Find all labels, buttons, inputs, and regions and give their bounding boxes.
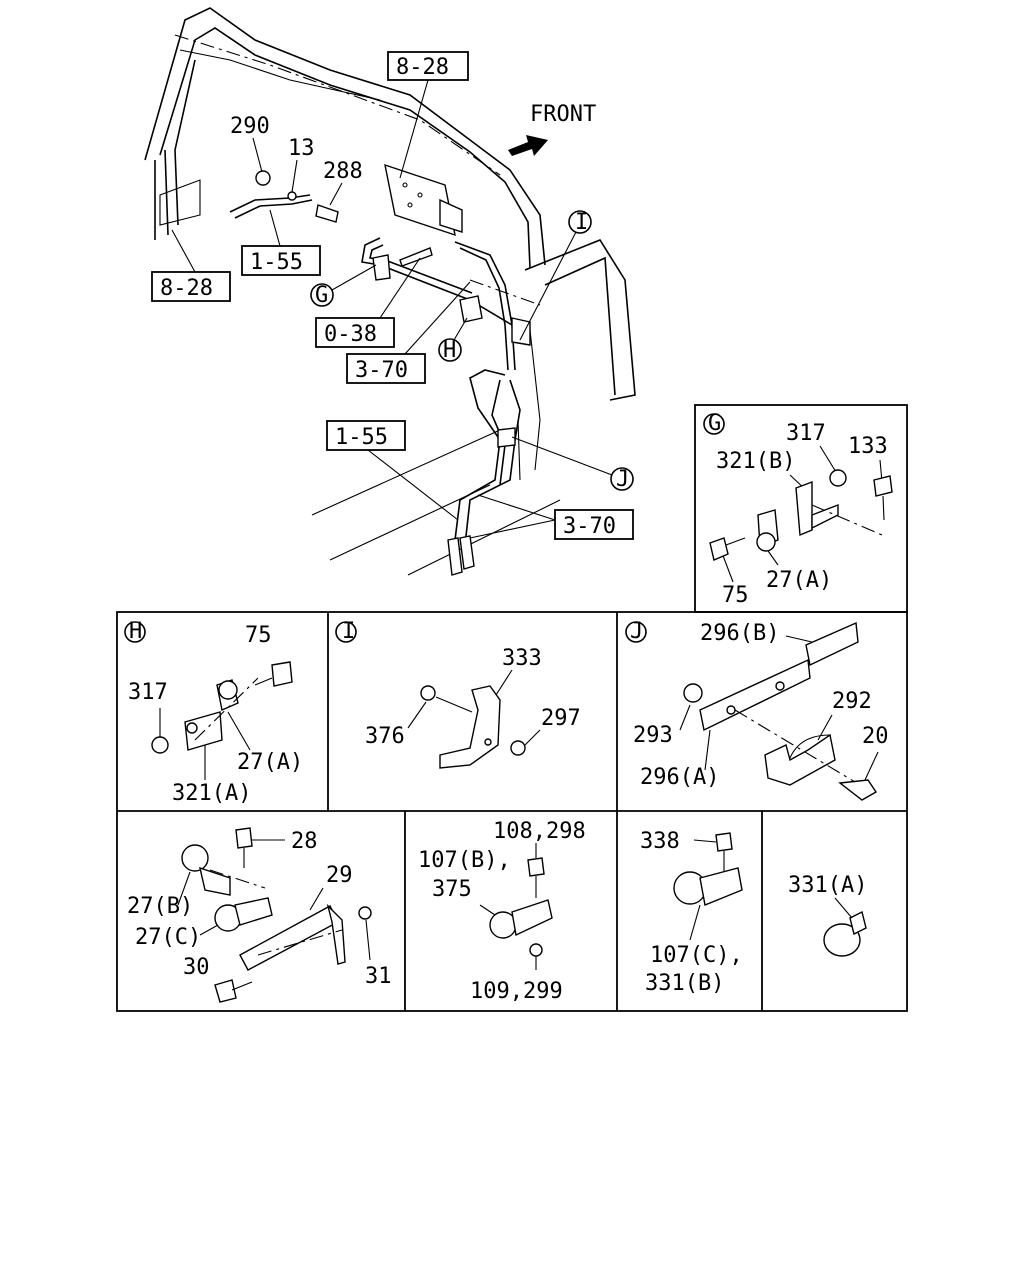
svg-text:3-70: 3-70 <box>355 358 408 383</box>
svg-text:J: J <box>630 619 643 644</box>
svg-text:J: J <box>616 467 629 492</box>
panel-borders <box>116 404 908 1012</box>
front-label: FRONT <box>530 102 596 127</box>
svg-text:317: 317 <box>128 680 168 705</box>
svg-text:3-70: 3-70 <box>563 514 616 539</box>
svg-text:75: 75 <box>245 623 272 648</box>
svg-text:30: 30 <box>183 955 210 980</box>
svg-text:296(B): 296(B) <box>700 621 779 646</box>
svg-text:29: 29 <box>326 863 353 888</box>
front-direction-arrow: FRONT <box>508 102 596 156</box>
cab-frame-drawing <box>144 7 636 576</box>
ref-box-1-55-upper: 1-55 <box>241 209 321 276</box>
svg-text:0-38: 0-38 <box>324 322 377 347</box>
svg-text:108,298: 108,298 <box>493 819 586 844</box>
marker-G: G <box>310 264 377 308</box>
svg-text:G: G <box>708 411 721 436</box>
svg-text:28: 28 <box>291 829 318 854</box>
panel-H: H 75 317 27(A) 321(A) <box>124 619 303 806</box>
panel-I: I 333 376 297 <box>335 619 581 769</box>
callout-13: 13 <box>288 136 315 161</box>
svg-text:27(A): 27(A) <box>237 750 303 775</box>
svg-text:321(A): 321(A) <box>172 781 251 806</box>
svg-text:331(A): 331(A) <box>788 873 867 898</box>
svg-text:20: 20 <box>862 724 889 749</box>
panel-K: 28 29 27(B) 27(C) 30 31 <box>127 827 392 1003</box>
svg-text:107(B),: 107(B), <box>418 848 511 873</box>
svg-text:321(B): 321(B) <box>716 449 795 474</box>
svg-text:107(C),: 107(C), <box>650 943 743 968</box>
ref-box-3-70-lower: 3-70 <box>469 494 634 540</box>
svg-text:27(A): 27(A) <box>766 568 832 593</box>
panel-N: 331(A) <box>788 873 867 957</box>
svg-text:H: H <box>443 338 456 363</box>
ref-box-3-70-upper: 3-70 <box>346 281 471 384</box>
svg-text:376: 376 <box>365 724 405 749</box>
svg-text:1-55: 1-55 <box>335 425 388 450</box>
ref-box-8-28-top: 8-28 <box>387 51 469 179</box>
svg-text:109,299: 109,299 <box>470 979 563 1004</box>
panel-M: 338 107(C), 331(B) <box>640 829 743 996</box>
ref-box-1-55-lower: 1-55 <box>326 420 459 521</box>
panel-L: 108,298 107(B), 375 109,299 <box>418 819 586 1004</box>
svg-text:75: 75 <box>722 583 749 608</box>
svg-text:317: 317 <box>786 421 826 446</box>
svg-text:133: 133 <box>848 434 888 459</box>
callout-288: 288 <box>323 159 363 184</box>
ref-box-8-28-left: 8-28 <box>151 229 231 302</box>
svg-text:I: I <box>342 619 355 644</box>
svg-text:292: 292 <box>832 689 872 714</box>
marker-H: H <box>438 317 468 363</box>
svg-text:31: 31 <box>365 964 392 989</box>
svg-text:8-28: 8-28 <box>396 55 449 80</box>
svg-text:H: H <box>129 619 142 644</box>
svg-text:1-55: 1-55 <box>250 250 303 275</box>
svg-text:27(B): 27(B) <box>127 894 193 919</box>
svg-text:293: 293 <box>633 723 673 748</box>
ref-box-0-38: 0-38 <box>315 257 421 348</box>
svg-text:8-28: 8-28 <box>160 276 213 301</box>
svg-text:296(A): 296(A) <box>640 765 719 790</box>
svg-text:375: 375 <box>432 877 472 902</box>
svg-text:333: 333 <box>502 646 542 671</box>
svg-text:331(B): 331(B) <box>645 971 724 996</box>
marker-J: J <box>511 436 634 492</box>
svg-text:338: 338 <box>640 829 680 854</box>
callout-290: 290 <box>230 114 270 139</box>
svg-text:G: G <box>315 283 328 308</box>
marker-I: I <box>519 210 592 341</box>
panel-G: G 317 133 321(B) 75 27(A) <box>703 411 893 608</box>
panel-J: J 296(B) 292 293 20 296(A) <box>625 619 889 801</box>
svg-text:I: I <box>575 210 588 235</box>
svg-text:27(C): 27(C) <box>135 925 201 950</box>
svg-text:297: 297 <box>541 706 581 731</box>
